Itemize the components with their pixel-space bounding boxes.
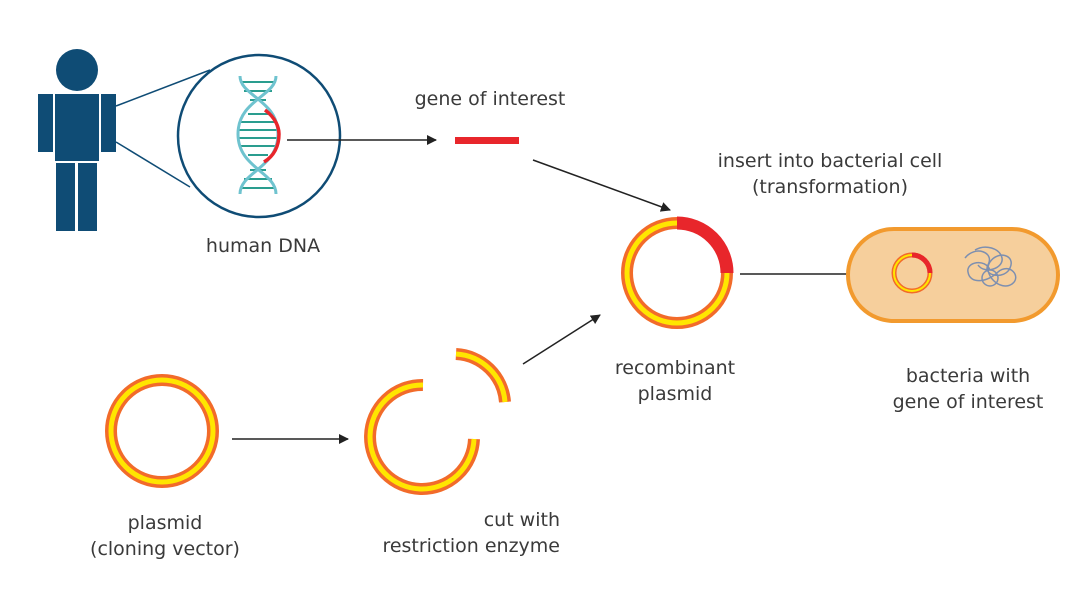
label-insert-into-cell: insert into bacterial cell (transformati…	[680, 148, 980, 200]
label-cut-line2: restriction enzyme	[382, 535, 560, 557]
cut-plasmid	[364, 348, 511, 495]
small-plasmid-in-cell	[891, 252, 933, 294]
human-figure-icon	[38, 49, 116, 231]
label-cut-line1: cut with	[483, 509, 560, 531]
arrow-cut-to-recombinant	[522, 314, 601, 365]
label-bacteria-with-gene: bacteria with gene of interest	[868, 363, 1068, 415]
label-cut-restriction-enzyme: cut with restriction enzyme	[340, 507, 560, 559]
label-recombinant-line2: plasmid	[637, 383, 713, 405]
gene-of-interest-segment	[455, 137, 519, 144]
label-bacteria-line1: bacteria with	[905, 365, 1031, 387]
label-insert-line2: (transformation)	[751, 176, 908, 198]
label-plasmid-line1: plasmid	[127, 512, 203, 534]
arrow-gene-to-recombinant	[532, 159, 671, 212]
label-plasmid-line2: (cloning vector)	[90, 538, 240, 560]
label-recombinant-line1: recombinant	[614, 357, 736, 379]
label-plasmid-cloning-vector: plasmid (cloning vector)	[70, 510, 260, 562]
label-bacteria-line2: gene of interest	[892, 391, 1044, 413]
inserted-gene-arc	[676, 216, 734, 274]
label-human-dna: human DNA	[205, 235, 321, 257]
label-recombinant-plasmid: recombinant plasmid	[590, 355, 760, 407]
dna-magnifier	[176, 53, 342, 219]
plasmid-cloning-vector	[105, 374, 219, 488]
recombinant-plasmid	[621, 216, 734, 329]
cut-plasmid-fragment	[455, 348, 511, 403]
zoom-line-bottom	[115, 141, 191, 188]
dna-helix-icon	[236, 75, 281, 195]
bacterial-cell	[846, 227, 1060, 323]
bacterial-chromosome-icon	[964, 246, 1017, 287]
label-insert-line1: insert into bacterial cell	[717, 150, 943, 172]
gene-highlight	[263, 108, 281, 164]
label-gene-of-interest: gene of interest	[414, 88, 566, 110]
zoom-line-top	[115, 69, 211, 107]
